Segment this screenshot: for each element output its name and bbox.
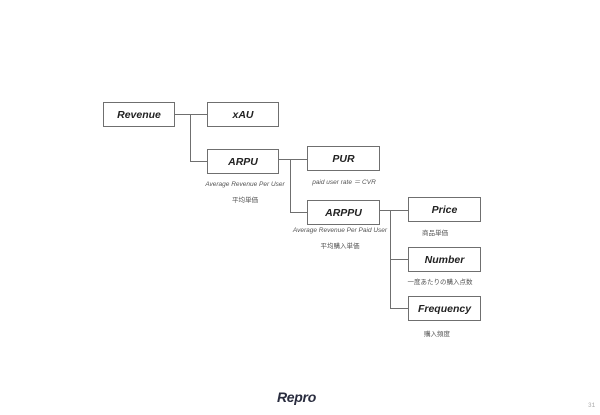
edge-arpu-arppu (290, 212, 307, 213)
edge-arppu-number (390, 259, 408, 260)
node-pur: PUR (307, 146, 380, 171)
edge-revenue-arpu (190, 161, 207, 162)
node-price: Price (408, 197, 481, 222)
node-frequency: Frequency (408, 296, 481, 321)
edge-revenue-xau (175, 114, 207, 115)
node-arpu: ARPU (207, 149, 279, 174)
edge-revenue-arpu-vertical (190, 114, 191, 162)
node-xau: xAU (207, 102, 279, 127)
repro-logo: Repro (277, 389, 316, 405)
node-number: Number (408, 247, 481, 272)
caption-arpu-ja: 平均単価 (232, 197, 258, 204)
node-revenue: Revenue (103, 102, 175, 127)
caption-arppu-en: Average Revenue Per Paid User (292, 227, 388, 234)
caption-arpu-en: Average Revenue Per User (205, 181, 285, 188)
edge-arppu-price (380, 210, 408, 211)
caption-pur-en: paid user rate ＝ CVR (312, 179, 376, 186)
page-number: 31 (588, 402, 596, 409)
edge-arpu-pur (279, 159, 307, 160)
caption-arppu-ja: 平均購入単価 (320, 243, 360, 250)
node-arppu: ARPPU (307, 200, 380, 225)
caption-frequency-ja: 購入頻度 (424, 331, 450, 338)
edge-arppu-frequency (390, 308, 408, 309)
caption-number-ja: 一度あたりの購入点数 (407, 279, 473, 286)
edge-arpu-arppu-vertical (290, 159, 291, 212)
caption-price-ja: 商品単価 (422, 230, 448, 237)
